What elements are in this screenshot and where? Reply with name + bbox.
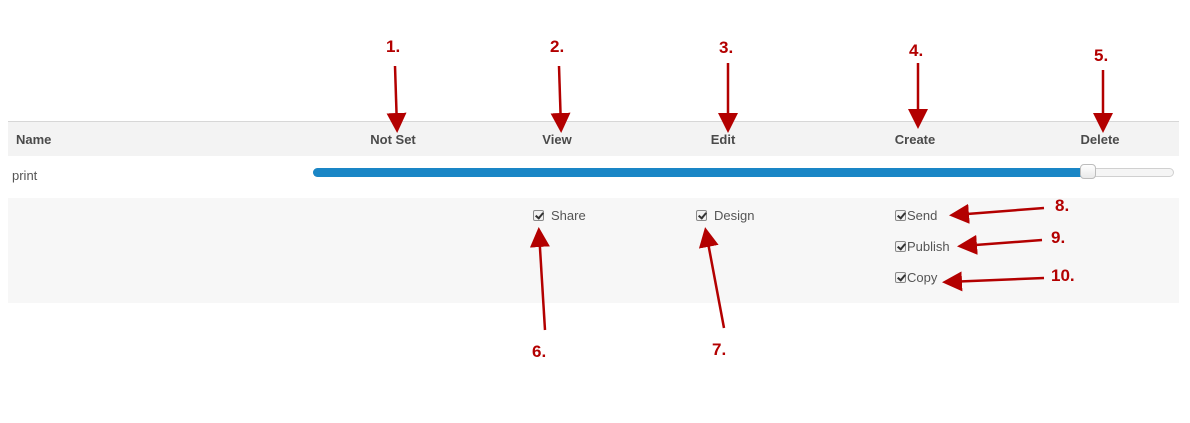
send-label: Send	[907, 208, 938, 223]
option-publish[interactable]: Publish	[895, 239, 950, 254]
option-share[interactable]: Share	[533, 208, 586, 223]
annotation-label-7: 7.	[712, 340, 727, 359]
annotation-label-9: 9.	[1051, 228, 1066, 247]
arrow-2	[550, 65, 571, 133]
column-header-delete: Delete	[1080, 132, 1120, 147]
option-send[interactable]: Send	[895, 208, 937, 223]
annotation-label-2: 2.	[550, 37, 565, 56]
row-label-print: print	[12, 168, 38, 183]
permissions-header-row: Name Not Set View Edit Create Delete	[8, 121, 1179, 156]
copy-label: Copy	[907, 270, 938, 285]
permission-slider-fill	[313, 168, 1088, 177]
column-header-view: View	[542, 132, 572, 147]
column-header-name: Name	[16, 132, 52, 147]
annotation-label-5: 5.	[1094, 46, 1109, 65]
design-checkbox[interactable]	[696, 210, 707, 221]
copy-checkbox[interactable]	[895, 272, 906, 283]
share-label: Share	[551, 208, 586, 223]
column-header-edit: Edit	[710, 132, 736, 147]
annotation-label-1: 1.	[386, 37, 401, 56]
annotation-label-6: 6.	[532, 342, 547, 361]
annotation-label-3: 3.	[719, 38, 734, 57]
send-checkbox[interactable]	[895, 210, 906, 221]
option-copy[interactable]: Copy	[895, 270, 937, 285]
arrow-1	[386, 65, 407, 133]
permission-slider-handle[interactable]	[1079, 164, 1096, 179]
publish-checkbox[interactable]	[895, 241, 906, 252]
option-design[interactable]: Design	[696, 208, 754, 223]
column-header-create: Create	[894, 132, 936, 147]
share-checkbox[interactable]	[533, 210, 544, 221]
column-header-not-set: Not Set	[370, 132, 416, 147]
permission-options-panel	[8, 198, 1179, 303]
annotation-label-8: 8.	[1055, 196, 1070, 215]
design-label: Design	[714, 208, 755, 223]
annotation-label-4: 4.	[909, 41, 924, 60]
annotation-label-10: 10.	[1051, 266, 1075, 285]
publish-label: Publish	[907, 239, 950, 254]
